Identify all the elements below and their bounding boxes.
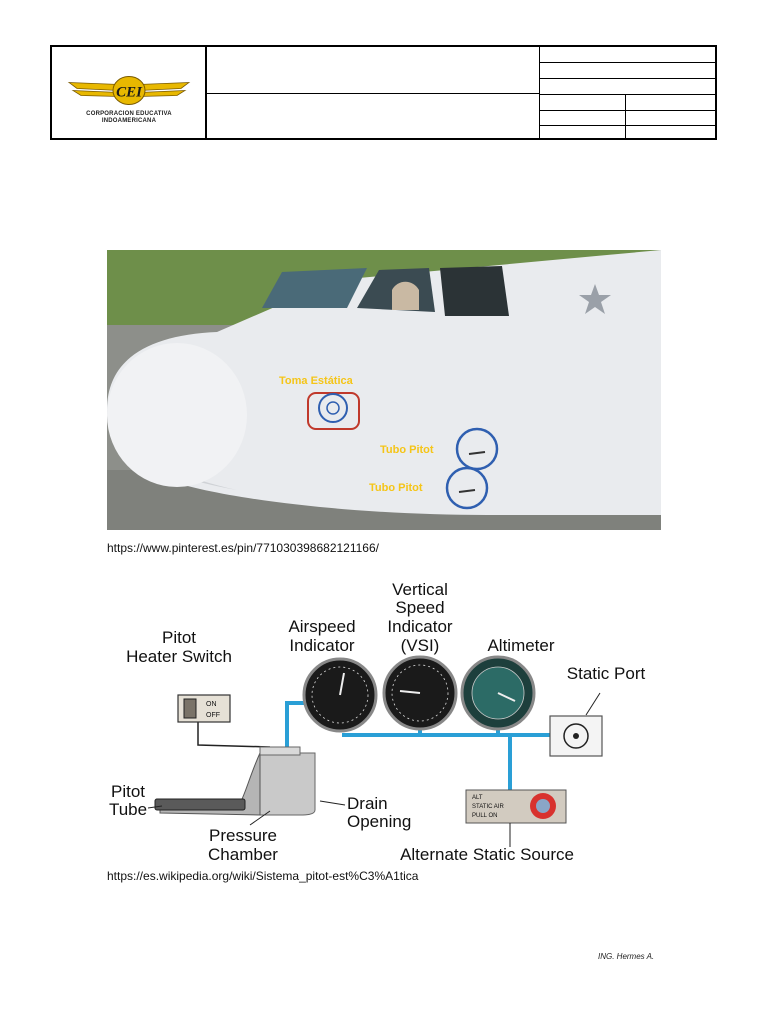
pitot-static-diagram: ON OFF ALT STATIC AIR PULL ON — [100, 575, 670, 870]
meta-row-2 — [539, 78, 715, 79]
switch-on-label: ON — [206, 701, 217, 708]
label-drain-1: Drain — [347, 794, 388, 813]
alt-panel-line2: STATIC AIR — [472, 804, 504, 810]
author-footer: ING. Hermes A. — [598, 952, 655, 961]
title-cell-bottom — [207, 94, 539, 138]
photo-source-link[interactable]: https://www.pinterest.es/pin/77103039868… — [107, 541, 379, 555]
aircraft-nose-photo: Toma Estática Tubo Pitot Tubo Pitot — [107, 250, 661, 530]
label-vsi-1: Vertical — [392, 580, 448, 599]
meta-row-5 — [539, 125, 715, 126]
label-pressure-1: Pressure — [209, 826, 277, 845]
label-tubo-pitot-2: Tubo Pitot — [369, 482, 423, 494]
pitot-static-svg: ON OFF ALT STATIC AIR PULL ON — [109, 580, 646, 864]
label-toma-estatica: Toma Estática — [279, 375, 354, 387]
meta-row-4 — [539, 110, 715, 111]
logo-cell: CEI CORPORACION EDUCATIVA INDOAMERICANA — [52, 47, 207, 138]
switch-off-label: OFF — [206, 712, 220, 719]
label-drain-2: Opening — [347, 812, 411, 831]
label-airspeed-1: Airspeed — [288, 617, 355, 636]
org-name-line2: INDOAMERICANA — [101, 118, 157, 124]
svg-text:CEI: CEI — [116, 85, 143, 101]
label-static-port: Static Port — [567, 664, 646, 683]
label-heater-2: Heater Switch — [126, 647, 232, 666]
label-altimeter: Altimeter — [487, 636, 554, 655]
label-pitot-tube-2: Tube — [109, 800, 147, 819]
label-pitot-tube-1: Pitot — [111, 782, 145, 801]
meta-column — [539, 47, 715, 138]
label-tubo-pitot-1: Tubo Pitot — [380, 444, 434, 456]
diagram-source-link[interactable]: https://es.wikipedia.org/wiki/Sistema_pi… — [107, 869, 419, 883]
label-vsi-2: Speed — [395, 598, 444, 617]
label-heater-1: Pitot — [162, 628, 196, 647]
label-pressure-2: Chamber — [208, 845, 278, 864]
label-vsi-4: (VSI) — [401, 636, 440, 655]
alt-panel-line1: ALT — [472, 795, 483, 801]
meta-row-3 — [539, 94, 715, 95]
meta-col-divider — [625, 94, 626, 138]
label-vsi-3: Indicator — [387, 617, 453, 636]
label-alternate-static: Alternate Static Source — [400, 845, 574, 864]
cei-logo: CEI — [67, 76, 191, 105]
meta-row-1 — [539, 62, 715, 63]
document-header-table: CEI CORPORACION EDUCATIVA INDOAMERICANA — [50, 45, 717, 140]
alt-panel-line3: PULL ON — [472, 813, 497, 819]
label-airspeed-2: Indicator — [289, 636, 355, 655]
aircraft-illustration: Toma Estática Tubo Pitot Tubo Pitot — [107, 250, 661, 530]
title-cell-top — [207, 47, 539, 94]
org-name-line1: CORPORACION EDUCATIVA — [86, 111, 172, 117]
